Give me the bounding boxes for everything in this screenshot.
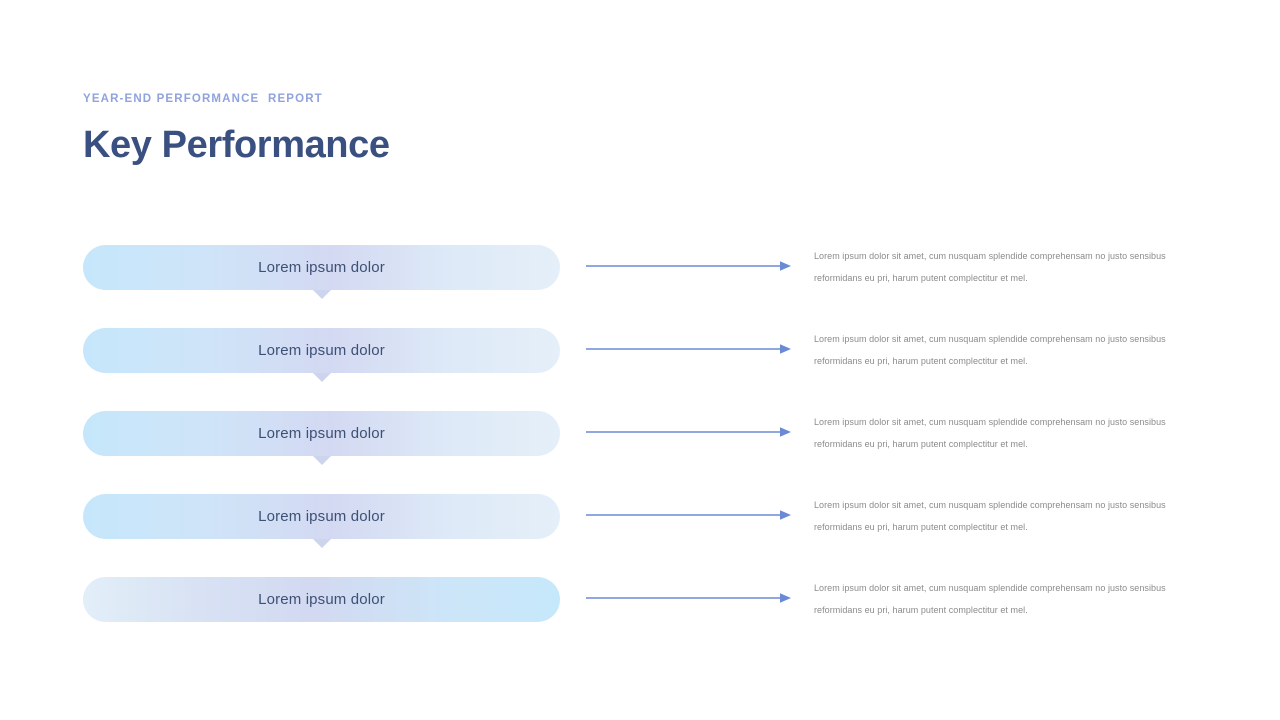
pill-notch-icon <box>312 373 331 382</box>
process-row: Lorem ipsum dolor Lorem ipsum dolor sit … <box>0 577 1280 660</box>
process-row-list: Lorem ipsum dolor Lorem ipsum dolor sit … <box>0 245 1280 660</box>
pill-label: Lorem ipsum dolor <box>258 259 385 276</box>
process-pill[interactable]: Lorem ipsum dolor <box>83 411 560 465</box>
arrow-right-icon <box>586 427 791 437</box>
pill-surface[interactable]: Lorem ipsum dolor <box>83 328 560 373</box>
pill-label: Lorem ipsum dolor <box>258 508 385 525</box>
process-pill[interactable]: Lorem ipsum dolor <box>83 494 560 548</box>
pill-surface[interactable]: Lorem ipsum dolor <box>83 577 560 622</box>
process-row: Lorem ipsum dolor Lorem ipsum dolor sit … <box>0 411 1280 494</box>
connector-arrow <box>586 425 791 439</box>
connector-arrow <box>586 508 791 522</box>
row-description: Lorem ipsum dolor sit amet, cum nusquam … <box>814 251 1166 283</box>
pill-surface[interactable]: Lorem ipsum dolor <box>83 245 560 290</box>
process-row: Lorem ipsum dolor Lorem ipsum dolor sit … <box>0 245 1280 328</box>
process-pill[interactable]: Lorem ipsum dolor <box>83 577 560 622</box>
pill-notch-icon <box>312 456 331 465</box>
pill-surface[interactable]: Lorem ipsum dolor <box>83 494 560 539</box>
pill-label: Lorem ipsum dolor <box>258 342 385 359</box>
eyebrow-label: YEAR-END PERFORMANCE REPORT <box>83 93 323 105</box>
arrow-right-icon <box>586 510 791 520</box>
pill-notch-icon <box>312 539 331 548</box>
connector-arrow <box>586 259 791 273</box>
pill-surface[interactable]: Lorem ipsum dolor <box>83 411 560 456</box>
page-title: Key Performance <box>83 124 390 166</box>
process-row: Lorem ipsum dolor Lorem ipsum dolor sit … <box>0 494 1280 577</box>
arrow-right-icon <box>586 261 791 271</box>
arrow-right-icon <box>586 344 791 354</box>
arrow-right-icon <box>586 593 791 603</box>
pill-label: Lorem ipsum dolor <box>258 591 385 608</box>
slide-header: YEAR-END PERFORMANCE REPORT Key Performa… <box>83 92 390 167</box>
pill-label: Lorem ipsum dolor <box>258 425 385 442</box>
process-pill[interactable]: Lorem ipsum dolor <box>83 328 560 382</box>
process-row: Lorem ipsum dolor Lorem ipsum dolor sit … <box>0 328 1280 411</box>
row-description: Lorem ipsum dolor sit amet, cum nusquam … <box>814 417 1166 449</box>
process-pill[interactable]: Lorem ipsum dolor <box>83 245 560 299</box>
row-description: Lorem ipsum dolor sit amet, cum nusquam … <box>814 334 1166 366</box>
pill-notch-icon <box>312 290 331 299</box>
connector-arrow <box>586 342 791 356</box>
connector-arrow <box>586 591 791 605</box>
row-description: Lorem ipsum dolor sit amet, cum nusquam … <box>814 500 1166 532</box>
row-description: Lorem ipsum dolor sit amet, cum nusquam … <box>814 583 1166 615</box>
